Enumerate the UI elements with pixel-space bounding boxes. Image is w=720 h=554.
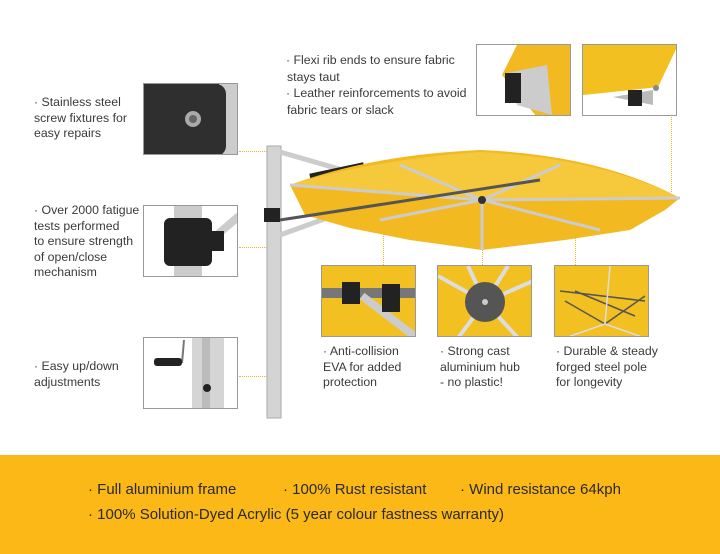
rib-end-photo [476, 44, 571, 116]
callout-adjustments: · Easy up/down adjustments [34, 359, 119, 390]
anti-collision-photo [321, 265, 416, 337]
callout-line: · Flexi rib ends to ensure fabric [286, 53, 455, 67]
callout-screw-fixtures: · Stainless steel screw fixtures for eas… [34, 95, 127, 142]
callout-line: · Easy up/down [34, 359, 119, 373]
connector-line [383, 215, 384, 265]
frame-icon [559, 266, 646, 336]
callout-line: · Anti-collision [323, 344, 399, 358]
mechanism-photo [143, 205, 238, 277]
rib-end-icon [502, 45, 570, 115]
mechanism-icon [164, 206, 237, 276]
crank-handle-icon [154, 338, 224, 408]
callout-line: mechanism [34, 265, 97, 280]
feature-acrylic-warranty: · 100% Solution-Dyed Acrylic (5 year col… [88, 506, 505, 523]
callout-line: tests performed [34, 218, 120, 233]
callout-line: aluminium hub [440, 359, 520, 374]
callout-line: screw fixtures for [34, 110, 127, 125]
leather-reinforcement-icon [583, 49, 676, 115]
crank-photo [143, 337, 238, 409]
feature-aluminium-frame: · Full aluminium frame [88, 481, 237, 498]
callout-cast-hub: · Strong cast aluminium hub - no plastic… [440, 344, 520, 391]
feature-rust-resistant: · 100% Rust resistant [283, 481, 427, 498]
callout-line: fabric tears or slack [287, 102, 394, 117]
callout-line: stays taut [287, 69, 340, 84]
callout-line: · Leather reinforcements to avoid [286, 86, 467, 100]
features-banner: · Full aluminium frame · 100% Rust resis… [0, 455, 720, 554]
callout-line: to ensure strength [34, 234, 134, 249]
hub-photo [437, 265, 532, 337]
connector-line [239, 247, 267, 248]
connector-line [239, 376, 267, 377]
callout-fatigue-tests: · Over 2000 fatigue tests performed to e… [34, 203, 139, 281]
callout-line: protection [323, 375, 378, 390]
callout-line: easy repairs [34, 126, 101, 141]
feature-wind-resistance: · Wind resistance 64kph [460, 481, 621, 498]
callout-line: - no plastic! [440, 375, 503, 390]
screw-fixture-photo [143, 83, 238, 155]
callout-line: · Stainless steel [34, 95, 121, 109]
callout-flexi-rib: · Flexi rib ends to ensure fabric stays … [286, 52, 466, 118]
callout-steel-pole: · Durable & steady forged steel pole for… [556, 344, 658, 391]
callout-line: forged steel pole [556, 359, 647, 374]
callout-anti-collision: · Anti-collision EVA for added protectio… [323, 344, 401, 391]
hub-icon [438, 266, 531, 336]
callout-line: for longevity [556, 375, 623, 390]
callout-line: · Strong cast [440, 344, 510, 358]
connector-line [239, 151, 267, 152]
callout-line: EVA for added [323, 359, 402, 374]
callout-line: · Over 2000 fatigue [34, 203, 140, 217]
connector-line [671, 117, 672, 192]
leather-reinforcement-photo [582, 44, 677, 116]
callout-line: adjustments [34, 374, 101, 389]
screw-icon [144, 84, 237, 154]
eva-bumper-icon [322, 282, 415, 336]
callout-line: of open/close [34, 249, 108, 264]
steel-pole-photo [554, 265, 649, 337]
callout-line: · Durable & steady [556, 344, 658, 358]
cantilever-umbrella-illustration [264, 145, 681, 419]
